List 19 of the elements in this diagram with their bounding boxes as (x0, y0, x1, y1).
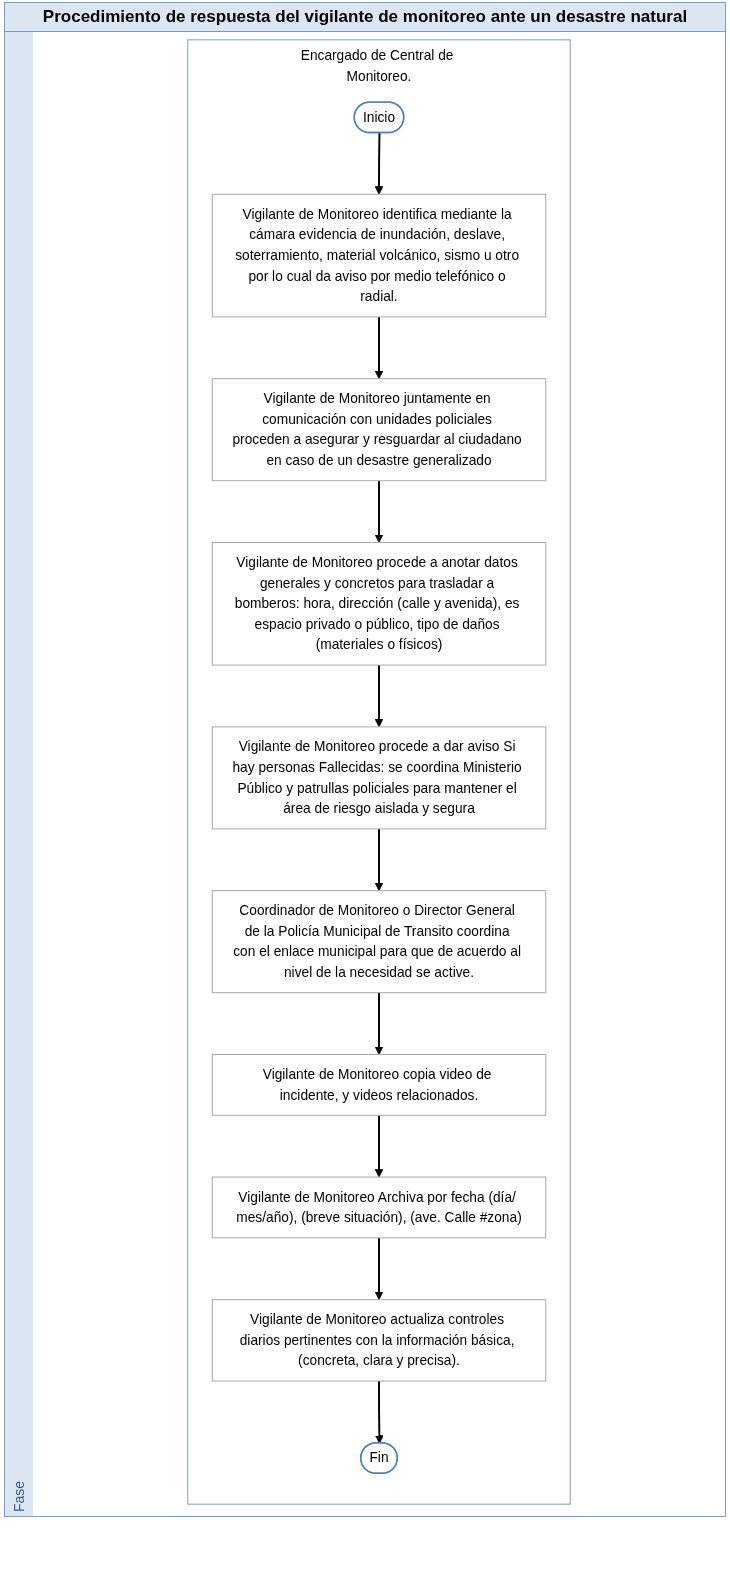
arrow (374, 1236, 384, 1301)
arrow (375, 1380, 384, 1444)
arrow (374, 1114, 384, 1178)
node-box: Vigilante de Monitoreo identifica mediante la cámara evidencia de inundación, deslave, soterramiento, material volcánico, sismo u otro por lo cual da aviso por medio telefónico o radial. (211, 193, 547, 318)
arrow (374, 664, 384, 728)
arrow (374, 315, 384, 380)
node-box: Vigilante de Monitoreo copia video de incidente, y videos relacionados. (211, 1054, 547, 1116)
arrow (374, 479, 384, 543)
diagram-title: Procedimiento de respuesta del vigilante de monitoreo ante un desastre natural (4, 2, 726, 32)
arrow (374, 991, 384, 1055)
node-box: Vigilante de Monitoreo procede a dar aviso Si hay personas Fallecidas: se coordina Ministerio Público y patrullas policiales para mantener el área de riesgo aislada y segura (211, 726, 547, 830)
node-box: Vigilante de Monitoreo actualiza controles diarios pertinentes con la información básica, (concreta, clara y precisa). (211, 1299, 547, 1382)
node-box: Vigilante de Monitoreo juntamente en comunicación con unidades policiales proceden a asegurar y resguardar al ciudadano en caso de un desastre generalizado (211, 378, 547, 482)
node-box: Coordinador de Monitoreo o Director General de la Policía Municipal de Transito coordina con el enlace municipal para que de acuerdo al nivel de la necesidad se active. (211, 890, 547, 994)
arrow (374, 132, 384, 195)
node-box: Vigilante de Monitoreo Archiva por fecha (día/ mes/año), (breve situación), (ave. Calle #zona) (211, 1176, 547, 1239)
arrow (374, 827, 384, 892)
node-box: Vigilante de Monitoreo procede a anotar datos generales y concretos para trasladar a bomberos: hora, dirección (calle y avenida), es espacio privado o público, tipo de daños (materiales o físicos) (211, 542, 547, 666)
phase-label: Fase (5, 32, 33, 1516)
